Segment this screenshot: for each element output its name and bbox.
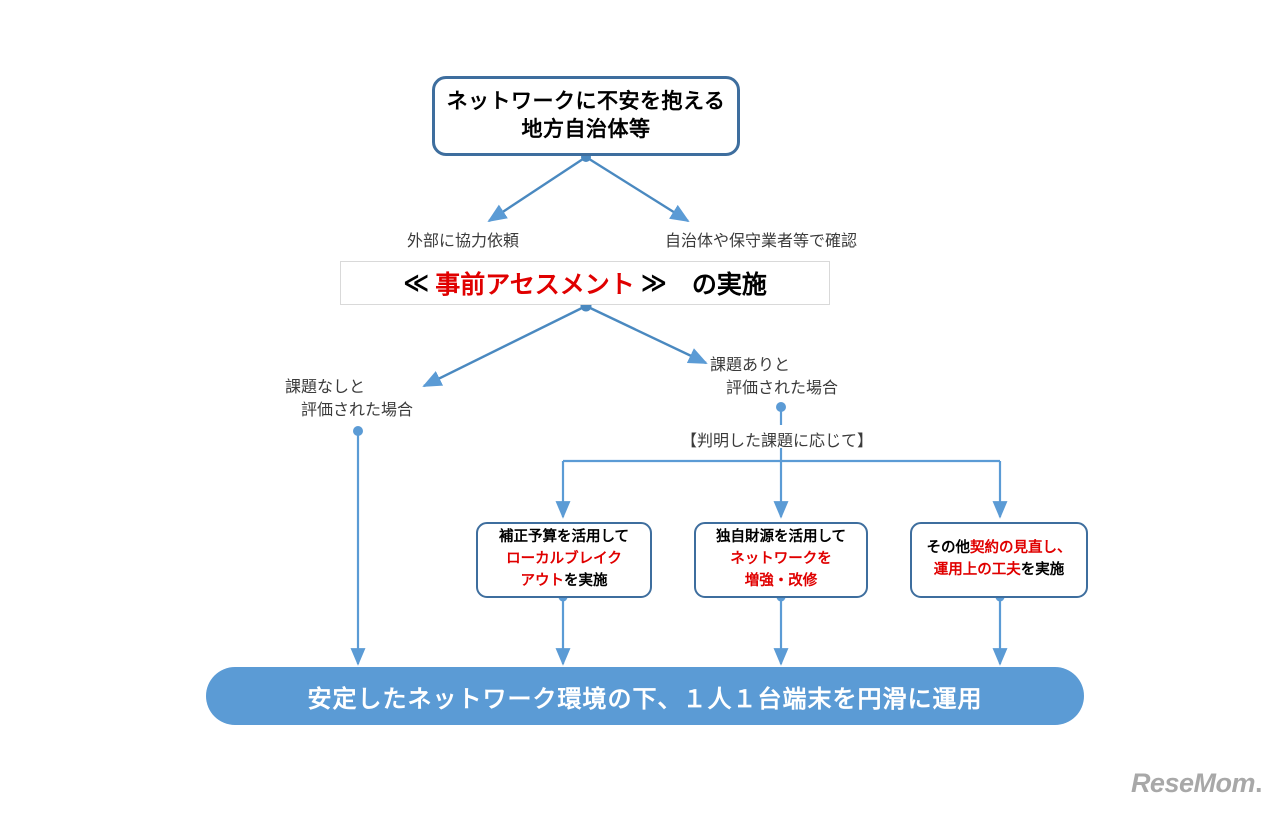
connector-assessment-split bbox=[422, 300, 708, 388]
connector-topbox-split bbox=[487, 152, 690, 223]
pre-assessment-tail-label: の実施 bbox=[666, 271, 767, 299]
watermark-text: ReseMom bbox=[1130, 768, 1256, 798]
node-option-local-breakout: 補正予算を活用して ローカルブレイク アウトを実施 bbox=[476, 522, 652, 598]
connector-no-issue-direct bbox=[350, 426, 366, 666]
node-option-network-reinforcement: 独自財源を活用して ネットワークを 増強・改修 bbox=[694, 522, 868, 598]
node-pre-assessment: ≪ 事前アセスメント ≫ の実施 bbox=[340, 261, 830, 305]
caption-according-to-issue: 【判明した課題に応じて】 bbox=[681, 433, 874, 450]
node-target-municipalities-label: ネットワークに不安を抱える 地方自治体等 bbox=[446, 89, 726, 141]
node-option-network-reinforcement-label: 独自財源を活用して ネットワークを 増強・改修 bbox=[715, 529, 847, 589]
node-option-local-breakout-label: 補正予算を活用して ローカルブレイク アウトを実施 bbox=[498, 529, 630, 589]
arrow-to-local-check bbox=[585, 155, 690, 223]
caption-local-check: 自治体や保守業者等で確認 bbox=[665, 233, 858, 250]
watermark-dot: . bbox=[1254, 768, 1263, 798]
junction-dot-no-issue bbox=[353, 426, 363, 436]
caption-issue-found: 課題ありと 評価された場合 bbox=[710, 357, 839, 398]
arrow-to-no-issue bbox=[422, 304, 587, 388]
node-option-contract-review: その他契約の見直し、 運用上の工夫を実施 bbox=[910, 522, 1088, 598]
pre-assessment-accent-label: 事前アセスメント bbox=[435, 271, 635, 299]
caption-external-request: 外部に協力依頼 bbox=[407, 233, 520, 250]
node-target-municipalities: ネットワークに不安を抱える 地方自治体等 bbox=[432, 76, 740, 156]
node-outcome-banner: 安定したネットワーク環境の下、１人１台端末を円滑に運用 bbox=[206, 667, 1084, 725]
resemom-watermark: ReseMom. bbox=[1130, 768, 1263, 799]
junction-dot-has-issue bbox=[776, 402, 786, 412]
node-option-contract-review-label: その他契約の見直し、 運用上の工夫を実施 bbox=[926, 540, 1072, 578]
caption-no-issue-found: 課題なしと 評価された場合 bbox=[285, 379, 414, 420]
node-outcome-banner-label: 安定したネットワーク環境の下、１人１台端末を円滑に運用 bbox=[307, 685, 983, 713]
connector-option-distributor bbox=[555, 459, 1008, 519]
chevron-right-double-icon: ≫ bbox=[640, 269, 667, 297]
connector-options-to-banner bbox=[555, 592, 1008, 666]
arrow-to-external-request bbox=[487, 155, 587, 223]
arrow-to-has-issue bbox=[585, 304, 708, 365]
chevron-left-double-icon: ≪ bbox=[403, 269, 430, 297]
